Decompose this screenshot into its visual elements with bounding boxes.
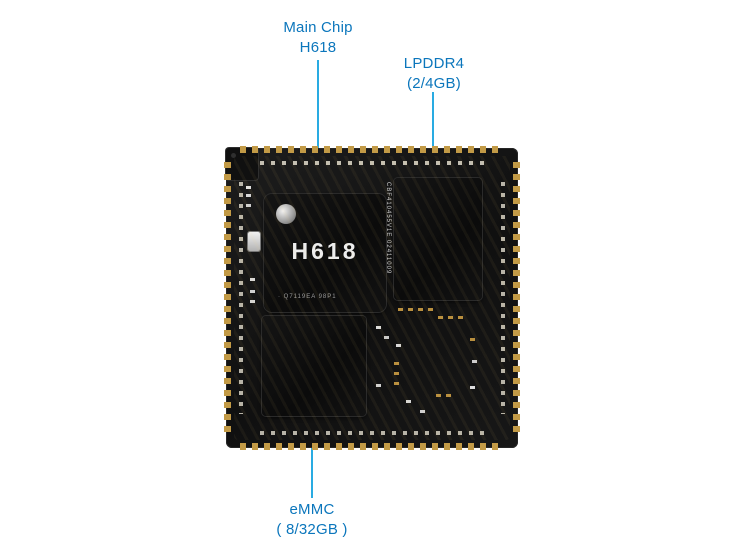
h618-chip: H618 · Q7119EA 98P1: [264, 194, 386, 312]
passive-components-gold: [226, 148, 231, 151]
main-chip-label: Main Chip H618: [238, 18, 398, 58]
emmc-label: eMMC ( 8/32GB ): [232, 500, 392, 540]
h618-submarking: · Q7119EA 98P1: [278, 294, 337, 300]
h618-marking: H618: [291, 238, 359, 264]
lpddr4-label: LPDDR4 (2/4GB): [354, 54, 514, 94]
board-inner-pads-bottom: [260, 431, 484, 435]
crystal-component: [248, 232, 260, 251]
qfn-chip: [226, 148, 258, 180]
emmc-label-line2: ( 8/32GB ): [276, 520, 348, 538]
main-chip-label-line1: Main Chip: [283, 19, 353, 36]
board-inner-pads-left: [239, 182, 243, 414]
lpddr4-chip: [394, 178, 482, 300]
lpddr4-label-line2: (2/4GB): [407, 74, 461, 92]
board-edge-pads-left: [224, 162, 231, 434]
board-serial-text: CBF410455V1E 02411009: [385, 182, 391, 275]
board-inner-pads-top: [260, 161, 484, 165]
main-chip-label-line2: H618: [299, 38, 337, 56]
board-edge-pads-top: [240, 146, 504, 153]
som-board: H618 · Q7119EA 98P1 CBF410455V1E 0241100…: [224, 146, 520, 450]
allwinner-logo-icon: [276, 204, 296, 224]
emmc-label-line1: eMMC: [289, 501, 335, 518]
emmc-chip: [262, 316, 366, 416]
board-edge-pads-right: [513, 162, 520, 434]
lpddr4-label-line1: LPDDR4: [403, 55, 465, 72]
main-chip-leader-line: [317, 60, 319, 208]
board-edge-pads-bottom: [240, 443, 504, 450]
board-inner-pads-right: [501, 182, 505, 414]
